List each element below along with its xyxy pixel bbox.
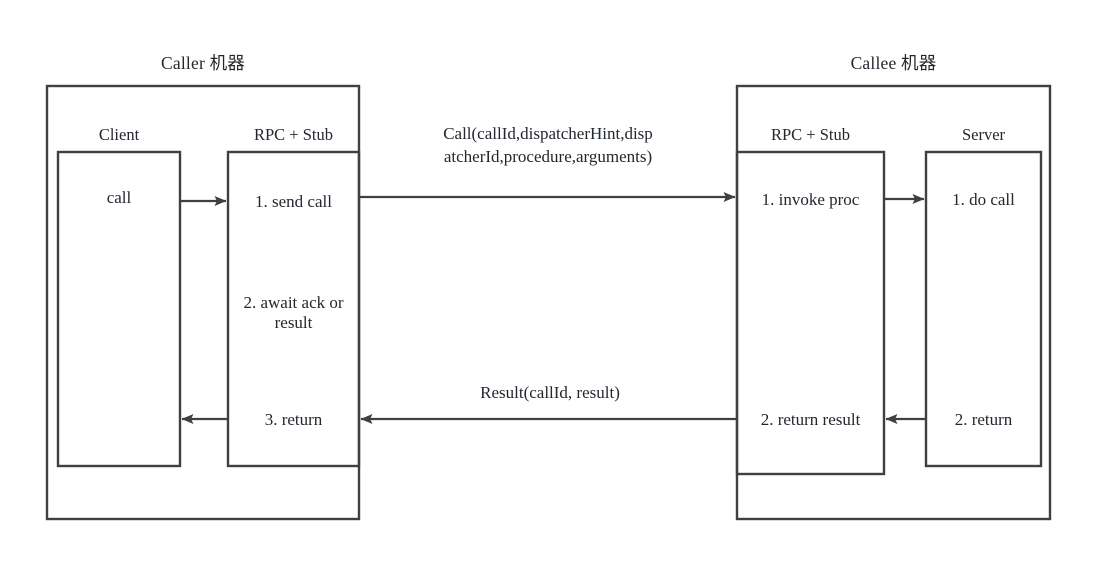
caller-rpc-stub-column-box bbox=[226, 150, 361, 468]
client-column-box bbox=[56, 150, 182, 468]
server-column-box bbox=[924, 150, 1043, 468]
callee-rpc-stub-column-box bbox=[735, 150, 886, 476]
